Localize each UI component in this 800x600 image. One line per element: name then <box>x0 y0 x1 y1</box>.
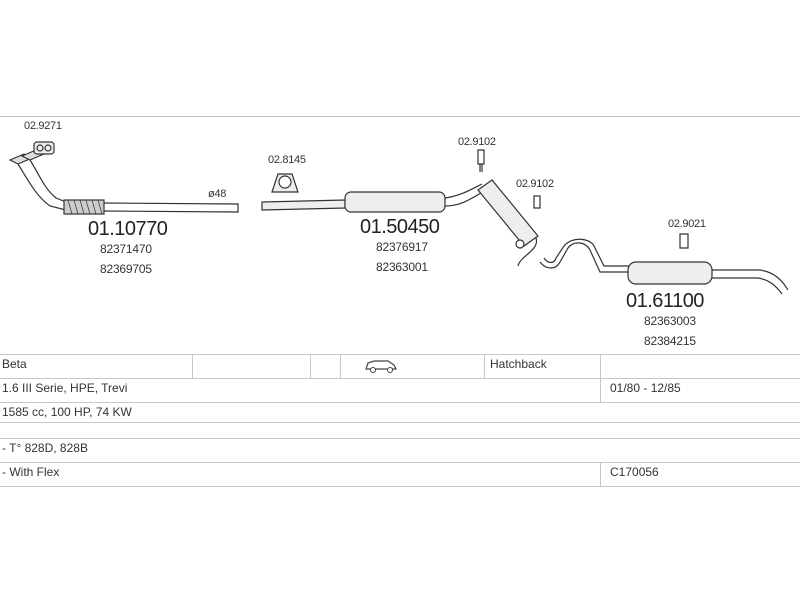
table-col-divider <box>310 354 311 378</box>
top-divider <box>0 116 800 117</box>
table-col-divider <box>340 354 341 378</box>
gasket-drawing <box>33 141 55 155</box>
hanger-2-drawing <box>533 195 541 209</box>
vehicle-model: Beta <box>2 357 27 371</box>
engine-spec: 1585 cc, 100 HP, 74 KW <box>2 405 132 419</box>
table-row-divider <box>0 378 800 379</box>
part-code-center-silencer: 01.50450 <box>360 216 440 238</box>
body-type: Hatchback <box>490 357 547 371</box>
table-col-divider <box>600 354 601 402</box>
center-silencer-drawing <box>261 183 487 213</box>
part-ref-front-pipe-2: 82369705 <box>100 262 152 276</box>
table-col-divider <box>192 354 193 378</box>
hanger-1-drawing <box>477 149 485 172</box>
table-row-divider <box>0 354 800 355</box>
hanger-rear-drawing <box>679 233 689 249</box>
angled-silencer-drawing <box>477 179 539 267</box>
vehicle-series: 1.6 III Serie, HPE, Trevi <box>2 381 128 395</box>
pipe-diameter-label: ø48 <box>208 188 227 200</box>
note-flex: - With Flex <box>2 465 60 479</box>
part-code-front-pipe: 01.10770 <box>88 218 168 240</box>
note-type: - T° 828D, 828B <box>2 441 88 455</box>
table-row-divider <box>0 486 800 487</box>
car-icon <box>365 360 397 373</box>
part-code-rear-silencer: 01.61100 <box>626 290 704 312</box>
table-col-divider <box>484 354 485 378</box>
part-ref-front-pipe-1: 82371470 <box>100 242 152 256</box>
part-ref-rear-2: 82384215 <box>644 334 696 348</box>
part-code-clamp: 02.8145 <box>268 154 306 166</box>
part-code-gasket: 02.9271 <box>24 120 62 132</box>
rear-silencer-drawing <box>539 238 789 295</box>
kit-code: C170056 <box>610 465 659 479</box>
part-code-hanger-1: 02.9102 <box>458 136 496 148</box>
production-years: 01/80 - 12/85 <box>610 381 681 395</box>
part-code-hanger-2: 02.9102 <box>516 178 554 190</box>
clamp-drawing <box>271 173 299 193</box>
table-row-divider <box>0 438 800 439</box>
table-row-divider <box>0 422 800 423</box>
part-ref-rear-1: 82363003 <box>644 314 696 328</box>
table-col-divider <box>600 462 601 486</box>
front-pipe-drawing <box>8 149 239 215</box>
part-code-hanger-rear: 02.9021 <box>668 218 706 230</box>
table-row-divider <box>0 462 800 463</box>
part-ref-center-1: 82376917 <box>376 240 428 254</box>
part-ref-center-2: 82363001 <box>376 260 428 274</box>
table-row-divider <box>0 402 800 403</box>
